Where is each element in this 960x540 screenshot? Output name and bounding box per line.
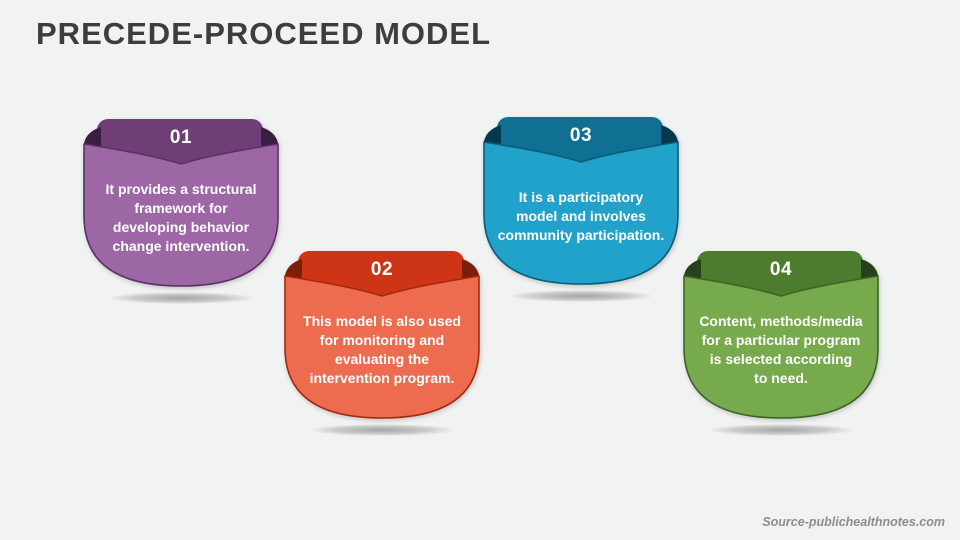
card-04: 04 Content, methods/media for a particul… (683, 251, 879, 441)
card-text: It provides a structural framework for d… (92, 165, 270, 271)
card-body (483, 141, 679, 285)
fold-right-icon (462, 259, 480, 278)
card-text-line: for a particular program (701, 332, 861, 348)
card-ground-shadow (109, 292, 253, 304)
card-text: Content, methods/media for a particular … (692, 297, 870, 403)
card-text-line: This model is also used (303, 313, 461, 329)
card-02: 02 This model is also used for monitorin… (284, 251, 480, 441)
card-number: 01 (169, 127, 193, 148)
card-02-shape (284, 251, 480, 419)
fold-left-icon (483, 125, 501, 144)
card-text-line: intervention program. (309, 370, 455, 386)
card-03-shape (483, 117, 679, 285)
card-01-shape (83, 119, 279, 287)
fold-left-icon (83, 127, 101, 146)
card-03: 03 It is a participatory model and invol… (483, 117, 679, 307)
card-text-line: change intervention. (112, 238, 250, 254)
card-ground-shadow (709, 424, 853, 436)
card-text-line: community participation. (497, 226, 665, 243)
card-01: 01 It provides a structural framework fo… (83, 119, 279, 309)
card-04-shape (683, 251, 879, 419)
card-text-line: It provides a structural (105, 181, 257, 197)
card-number: 04 (769, 259, 793, 280)
fold-left-icon (683, 259, 701, 278)
fold-left-icon (284, 259, 302, 278)
slide-title: PRECEDE-PROCEED MODEL (36, 16, 492, 51)
card-body (683, 275, 879, 419)
card-text-line: It is a participatory (518, 188, 644, 205)
card-body (284, 275, 480, 419)
card-text-line: for monitoring and (319, 332, 445, 348)
card-text: This model is also used for monitoring a… (293, 297, 471, 403)
card-text-line: framework for (134, 200, 228, 216)
fold-right-icon (861, 259, 879, 278)
card-body (83, 143, 279, 287)
card-number: 03 (569, 125, 593, 146)
card-ground-shadow (310, 424, 454, 436)
card-text-line: model and involves (516, 207, 646, 224)
card-number: 02 (370, 259, 394, 280)
card-ground-shadow (509, 290, 653, 302)
source-credit: Source-publichealthnotes.com (762, 515, 945, 529)
card-text-line: developing behavior (112, 219, 250, 235)
card-text-line: to need. (754, 370, 808, 386)
card-text-line: evaluating the (334, 351, 430, 367)
card-text: It is a participatory model and involves… (492, 163, 670, 269)
card-text-line: is selected according (709, 351, 853, 367)
fold-right-icon (661, 125, 679, 144)
card-text-line: Content, methods/media (699, 313, 863, 329)
fold-right-icon (261, 127, 279, 146)
